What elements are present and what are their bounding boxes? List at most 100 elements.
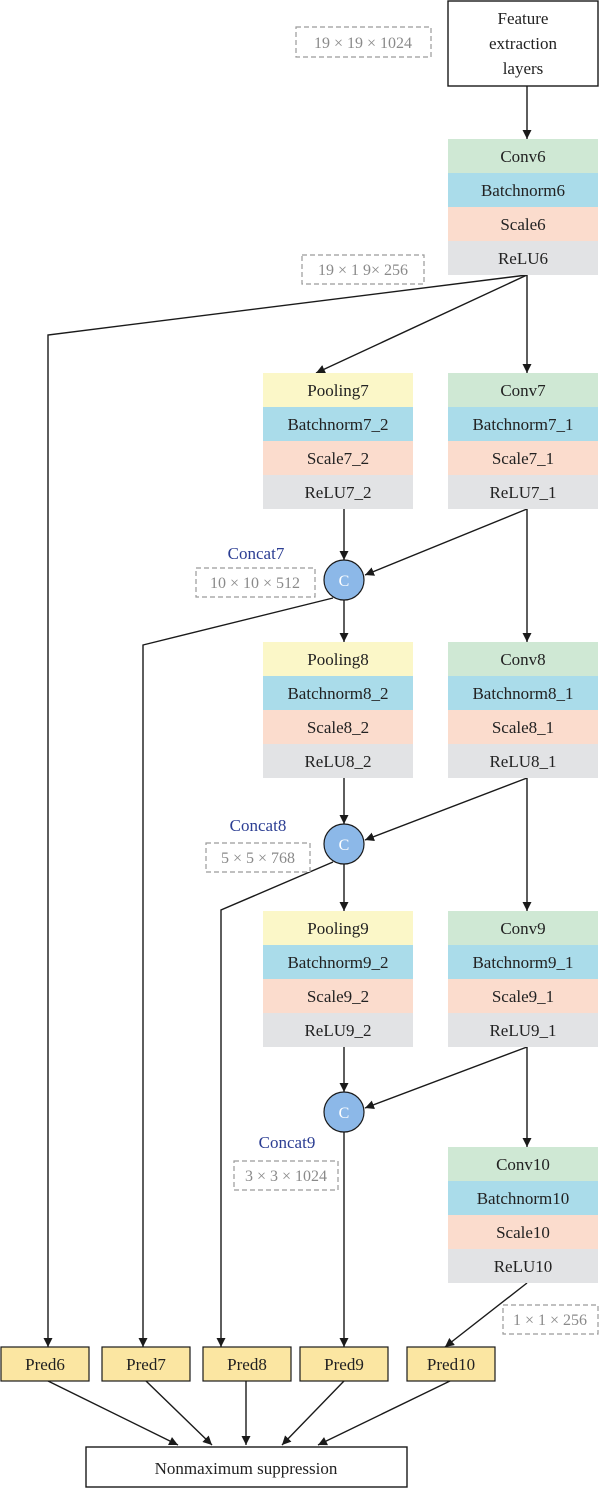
pred-rect: [406, 1346, 496, 1382]
layer-scale-block: [263, 710, 413, 744]
layer-conv-label: Conv10: [496, 1155, 550, 1174]
concat7-symbol: C: [339, 573, 350, 590]
layer-batchnorm-label: Batchnorm8_2: [287, 684, 388, 703]
edge-pred10-nms: [317, 1380, 451, 1446]
edge-relu6-pooling7: [315, 274, 528, 374]
svg-text:3 × 3 × 1024: 3 × 3 × 1024: [245, 1168, 327, 1185]
pred-box-6: Pred6: [0, 1346, 90, 1382]
layer-conv-label: Conv7: [500, 381, 546, 400]
layer-relu-label: ReLU6: [498, 249, 548, 268]
concat-nodes: C Concat7 C Concat8 C Concat9: [228, 544, 365, 1152]
layer-scale-label: Scale10: [496, 1223, 550, 1242]
concat7-label: Concat7: [228, 544, 285, 563]
svg-text:5 × 5 × 768: 5 × 5 × 768: [221, 850, 295, 867]
edge-relu9_1-concat9: [364, 1046, 528, 1110]
edge-relu6-pred6: [43, 274, 528, 1347]
edge-pred6-nms: [47, 1380, 179, 1446]
layer-scale-label: Scale8_2: [307, 718, 369, 737]
layer-pooling-label: Pooling7: [307, 381, 369, 400]
pred-label: Pred6: [25, 1355, 65, 1374]
layer-batchnorm-label: Batchnorm6: [481, 181, 565, 200]
pred-label: Pred10: [427, 1355, 475, 1374]
layer-batchnorm-label: Batchnorm9_1: [472, 953, 573, 972]
layer-scale-block: [448, 979, 598, 1013]
concat9-label: Concat9: [259, 1133, 316, 1152]
layer-relu-block: [263, 744, 413, 778]
dim-label-6: 1 × 1 × 256: [502, 1304, 599, 1335]
layer-pooling-block: [263, 911, 413, 945]
layer-scale-label: Scale9_2: [307, 987, 369, 1006]
nms-node: Nonmaximum suppression: [85, 1446, 408, 1488]
layer-conv-block: [448, 139, 598, 173]
concat9-symbol: C: [339, 1105, 350, 1122]
layer-conv-label: Conv6: [500, 147, 545, 166]
dim-label-1: 19 × 19 × 1024: [295, 26, 432, 58]
edge-concat7-pred7: [138, 597, 334, 1347]
edge-relu7_1-concat7: [364, 508, 528, 576]
layer-relu-block: [448, 1013, 598, 1047]
dim-label-4: 5 × 5 × 768: [205, 842, 311, 873]
edges: [43, 86, 532, 1446]
svg-text:19 × 1 9× 256: 19 × 1 9× 256: [318, 262, 408, 279]
concat8-symbol: C: [339, 837, 350, 854]
layer-batchnorm-block: [448, 1181, 598, 1215]
pred-box-7: Pred7: [101, 1346, 191, 1382]
svg-text:1 × 1 × 256: 1 × 1 × 256: [513, 1312, 587, 1329]
layer-stacks: Conv6Batchnorm6Scale6ReLU6Pooling7Batchn…: [263, 139, 598, 1283]
concat8-node: C Concat8: [230, 816, 365, 865]
layer-batchnorm-block: [448, 407, 598, 441]
layer-pooling-block: [263, 642, 413, 676]
layer-batchnorm-block: [263, 945, 413, 979]
pred-rect: [0, 1346, 90, 1382]
feature-line-2: extraction: [489, 34, 557, 53]
layer-relu-label: ReLU9_1: [489, 1021, 556, 1040]
layer-conv-block: [448, 911, 598, 945]
feature-line-3: layers: [503, 59, 544, 78]
layer-batchnorm-label: Batchnorm7_1: [472, 415, 573, 434]
nms-label: Nonmaximum suppression: [155, 1459, 338, 1478]
feature-extraction-node: Feature extraction layers: [447, 0, 599, 87]
layer-scale-block: [448, 1215, 598, 1249]
layer-batchnorm-block: [263, 407, 413, 441]
layer-batchnorm-block: [448, 173, 598, 207]
layer-scale-block: [448, 207, 598, 241]
pred-box-10: Pred10: [406, 1346, 496, 1382]
svg-text:19 × 19 × 1024: 19 × 19 × 1024: [314, 35, 412, 52]
pred-box-8: Pred8: [202, 1346, 292, 1382]
pred-label: Pred9: [324, 1355, 364, 1374]
layer-scale-label: Scale7_2: [307, 449, 369, 468]
layer-batchnorm-block: [448, 676, 598, 710]
feature-line-1: Feature: [498, 9, 549, 28]
layer-scale-block: [263, 441, 413, 475]
edge-pred7-nms: [145, 1380, 213, 1446]
layer-batchnorm-block: [263, 676, 413, 710]
layer-relu-block: [448, 1249, 598, 1283]
dim-label-2: 19 × 1 9× 256: [301, 254, 425, 285]
layer-batchnorm-label: Batchnorm9_2: [287, 953, 388, 972]
layer-scale-block: [448, 441, 598, 475]
dimension-labels: 19 × 19 × 1024 19 × 1 9× 256 10 × 10 × 5…: [195, 26, 599, 1335]
concat7-node: C Concat7: [228, 544, 365, 601]
layer-scale-block: [448, 710, 598, 744]
layer-relu-block: [448, 744, 598, 778]
pred-rect: [101, 1346, 191, 1382]
edge-relu10-pred10: [444, 1282, 528, 1348]
edge-relu8_1-concat8: [364, 777, 528, 841]
layer-relu-label: ReLU9_2: [304, 1021, 371, 1040]
layer-conv-label: Conv9: [500, 919, 545, 938]
layer-pooling-label: Pooling9: [307, 919, 368, 938]
layer-relu-block: [448, 241, 598, 275]
layer-scale-label: Scale7_1: [492, 449, 554, 468]
layer-batchnorm-label: Batchnorm10: [477, 1189, 570, 1208]
layer-relu-block: [263, 475, 413, 509]
pred-box-9: Pred9: [299, 1346, 389, 1382]
dim-label-5: 3 × 3 × 1024: [233, 1160, 339, 1191]
